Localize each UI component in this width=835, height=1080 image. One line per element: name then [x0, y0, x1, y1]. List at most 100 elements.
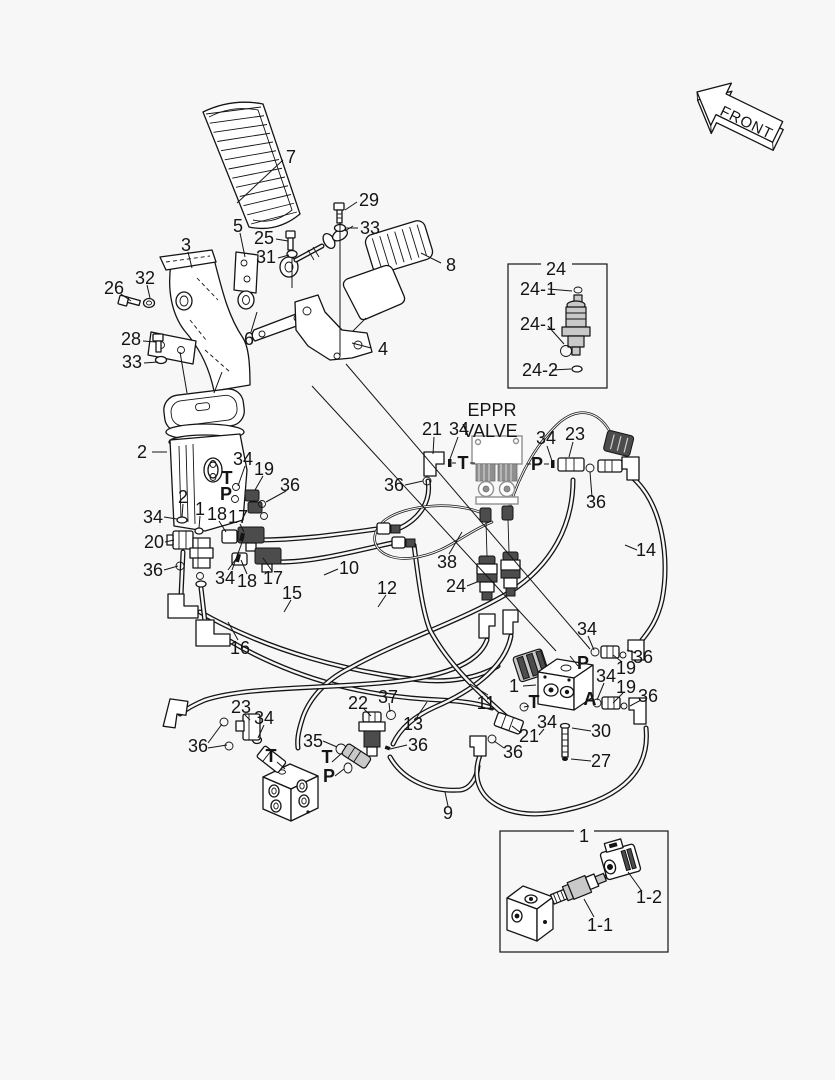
hydraulic-hoses [177, 475, 668, 817]
callout-33: 33 [122, 352, 142, 372]
hose-p-line [296, 478, 575, 750]
detail-box-1: 1 [499, 824, 669, 953]
leader-line [377, 594, 387, 608]
callout-8: 8 [446, 255, 456, 275]
adapter-18a [221, 529, 238, 544]
callout-34: 34 [537, 712, 557, 732]
port-p-chain [590, 639, 645, 661]
detail-box-24: 24 [507, 257, 608, 389]
eppr-t-fitting [422, 451, 452, 486]
manifold-block [262, 763, 319, 822]
leader-line [218, 520, 227, 533]
leader-line [311, 385, 557, 652]
leader-line [589, 471, 593, 498]
eppr-valve [471, 435, 523, 557]
callout-36: 36 [384, 475, 404, 495]
callout-32: 32 [135, 268, 155, 288]
cartridge-below-22 [341, 743, 372, 769]
plug-19-pair [244, 489, 268, 520]
hose-11 [412, 543, 512, 722]
callout-37: 37 [378, 687, 398, 707]
hose-12 [278, 541, 394, 564]
callout-10: 10 [339, 558, 359, 578]
leader-line [466, 581, 478, 587]
leader-line [142, 340, 157, 343]
callout-6: 6 [244, 329, 254, 349]
callout-36: 36 [638, 686, 658, 706]
leader-line [163, 565, 179, 571]
leader-line [448, 531, 463, 555]
leader-line [239, 232, 246, 258]
leader-line [388, 702, 391, 713]
port-t-chain [469, 702, 529, 757]
front-direction-arrow: FRONT [696, 82, 784, 151]
callout-12: 12 [377, 578, 397, 598]
callout-13: 13 [403, 714, 423, 734]
leader-line [236, 159, 284, 204]
leader-line [146, 284, 151, 299]
bolt-28 [152, 333, 164, 353]
leader-line [262, 557, 273, 572]
stud-27-30 [559, 722, 571, 761]
leader-line [571, 727, 592, 732]
detail-box-1-title: 1 [579, 826, 589, 846]
check-valve-24-right [500, 551, 521, 635]
tee-23-lower [235, 713, 261, 741]
leader-line [351, 342, 372, 349]
callout-30: 30 [591, 721, 611, 741]
bracket-4 [294, 294, 373, 361]
bolt-25 [285, 230, 296, 251]
valve-2-ports [203, 457, 223, 483]
leader-line [323, 568, 339, 576]
callout-20: 20 [144, 532, 164, 552]
callout-38: 38 [437, 552, 457, 572]
callout-A: A [584, 689, 597, 709]
leader-line [239, 523, 245, 533]
callout-4: 4 [378, 339, 388, 359]
pedal-7 [202, 101, 301, 230]
callout-T: T [266, 746, 277, 766]
callout-17: 17 [263, 568, 283, 588]
leader-line [570, 758, 592, 762]
manifold-fittings [162, 698, 287, 773]
detail-coil-1-2 [599, 838, 642, 881]
eppr-valve-label-line1: EPPR [467, 400, 516, 420]
leader-line [237, 465, 246, 487]
callout-23: 23 [565, 424, 585, 444]
callout-2: 2 [178, 487, 188, 507]
callout-T: T [222, 468, 233, 488]
leader-line [568, 441, 574, 458]
leader-line [257, 724, 265, 739]
valve2-fittings [166, 516, 416, 647]
pedal-8-ribs [371, 224, 427, 270]
reducer-valve-part [560, 286, 591, 373]
callout-18: 18 [207, 504, 227, 524]
callout-29: 29 [359, 190, 379, 210]
callout-17: 17 [228, 507, 248, 527]
wire-harness-38 [373, 411, 611, 560]
leader-line [627, 871, 642, 891]
leader-line [546, 445, 553, 462]
eppr-p-fitting [551, 456, 640, 481]
nut-32 [142, 297, 156, 309]
leader-line [612, 654, 623, 663]
leader-line [227, 621, 239, 641]
oring-34 [232, 483, 240, 491]
pedal-pad-8 [364, 220, 434, 274]
fitting-22-cluster [335, 710, 396, 774]
callout-1: 1 [195, 499, 205, 519]
detail-cartridge-1-1 [549, 871, 613, 905]
leader-line [345, 363, 591, 650]
callout-1: 1 [509, 676, 519, 696]
callout-23: 23 [231, 697, 251, 717]
leader-line [629, 699, 642, 707]
leader-line [596, 682, 605, 701]
leader-line [523, 705, 530, 708]
tee-17b [254, 547, 282, 573]
callout-1-1: 1-1 [587, 915, 613, 935]
hose-stub-col1 [179, 550, 185, 598]
leader-line [163, 516, 178, 520]
leader-line [547, 325, 565, 345]
harness-connector [603, 430, 635, 457]
